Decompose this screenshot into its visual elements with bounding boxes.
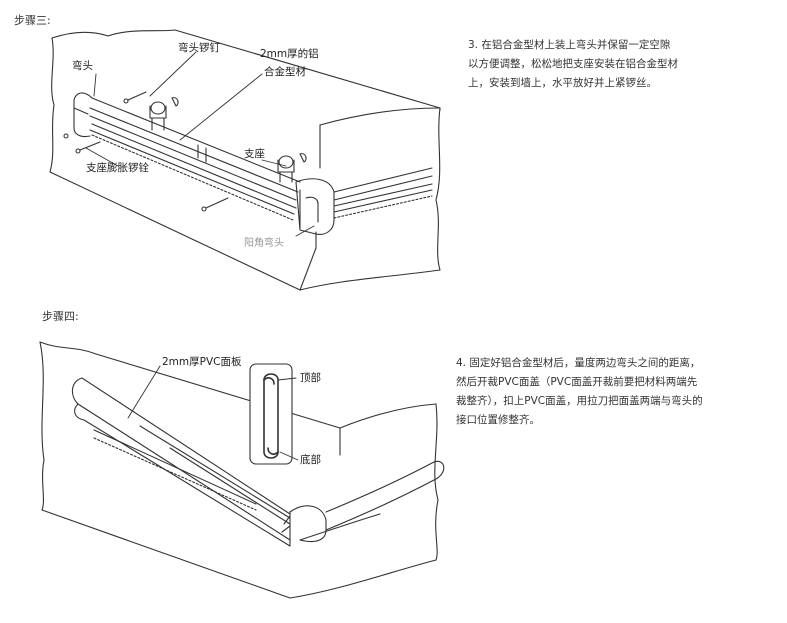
cap-screw-label: 弯头锣钉 bbox=[178, 42, 220, 54]
step3-leaders bbox=[85, 51, 315, 237]
outer-corner-label: 阳角弯头 bbox=[244, 238, 284, 249]
pvc-panel-label: 2mm厚PVC面板 bbox=[162, 356, 242, 368]
step4-wall bbox=[39, 341, 439, 599]
step3-brackets bbox=[149, 97, 307, 183]
bottom-label: 底部 bbox=[300, 454, 321, 466]
step4-desc-line2: 然后开裁PVC面盖（PVC面盖开裁前要把材料两端先 bbox=[456, 376, 698, 388]
step3-screws bbox=[63, 91, 229, 212]
step3-desc-line1: 3. 在铝合金型材上装上弯头并保留一定空隙 bbox=[468, 39, 671, 51]
bracket-label: 支座 bbox=[244, 148, 265, 160]
step4-pvc-panel bbox=[71, 377, 445, 547]
step4-desc-line4: 接口位置修整齐。 bbox=[456, 414, 540, 426]
step3-description: 3. 在铝合金型材上装上弯头并保留一定空隙 以方便调整，松松地把支座安装在铝合金… bbox=[468, 36, 768, 93]
step3-aluminum-rail bbox=[73, 92, 335, 235]
aluminum-label-line2: 合金型材 bbox=[264, 66, 306, 78]
step4-description: 4. 固定好铝合金型材后，量度两边弯头之间的距离， 然后开裁PVC面盖（PVC面… bbox=[456, 354, 766, 430]
step3-desc-line2: 以方便调整，松松地把支座安装在铝合金型材 bbox=[468, 58, 678, 70]
step4-leaders bbox=[127, 365, 299, 461]
step4-desc-line1: 4. 固定好铝合金型材后，量度两边弯头之间的距离， bbox=[456, 357, 701, 369]
step3-desc-line3: 上，安装到墙上，水平放好并上紧锣丝。 bbox=[468, 77, 657, 89]
pvc-profile-section bbox=[249, 363, 293, 465]
step4-heading: 步骤四: bbox=[42, 310, 79, 323]
step3-right-rail bbox=[333, 167, 433, 219]
aluminum-label-line1: 2mm厚的铝 bbox=[260, 48, 319, 60]
top-label: 顶部 bbox=[300, 372, 321, 384]
end-cap-label: 弯头 bbox=[72, 60, 93, 72]
step3-wall bbox=[49, 29, 441, 291]
step4-desc-line3: 裁整齐），扣上PVC面盖，用拉刀把面盖两端与弯头的 bbox=[456, 395, 703, 407]
step3-heading: 步骤三: bbox=[14, 14, 51, 27]
anchor-bolt-label: 支座膨胀锣铨 bbox=[86, 162, 149, 174]
